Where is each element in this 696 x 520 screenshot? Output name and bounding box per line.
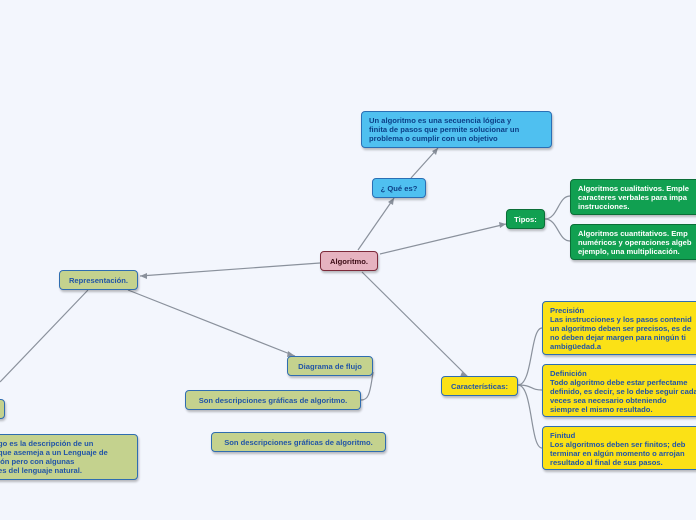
caracteristicas-node[interactable]: Características: [441,376,518,396]
pseudocodigo-node[interactable] [0,399,5,419]
link-tipos-item2 [544,218,571,242]
link-quees-definition [410,147,439,179]
link-rep-diagrama [127,289,296,357]
caracteristica-precision[interactable]: Precisión Las instrucciones y los pasos … [542,301,696,355]
definition-node[interactable]: Un algoritmo es una secuencia lógica y f… [361,111,552,148]
tipos-node[interactable]: Tipos: [506,209,545,229]
link-tipos-item1 [544,195,571,220]
link-car-item2 [517,384,543,391]
representacion-node[interactable]: Representación. [59,270,138,290]
diagrama-desc-node[interactable]: Son descripciones gráficas de algoritmo. [185,390,361,410]
caracteristica-definicion[interactable]: Definición Todo algoritmo debe estar per… [542,364,696,417]
link-car-item3 [517,384,543,449]
link-diagrama-desc [360,371,374,401]
graficas-desc-node[interactable]: Son descripciones gráficas de algoritmo. [211,432,386,452]
link-center-tipos [379,223,507,255]
link-center-quees [357,197,395,251]
link-rep-left [0,289,89,383]
link-car-item1 [517,327,543,386]
link-center-caracteristicas [361,271,469,378]
tipos-item-cuantitativos[interactable]: Algoritmos cuantitativos. Emp numéricos … [570,224,696,260]
link-center-representacion [139,262,321,277]
central-node[interactable]: Algoritmo. [320,251,378,271]
diagrama-flujo-node[interactable]: Diagrama de flujo [287,356,373,376]
tipos-item-cualitativos[interactable]: Algoritmos cualitativos. Emple caractere… [570,179,696,215]
pseudocodigo-desc-node[interactable]: go es la descripción de un que asemeja a… [0,434,138,480]
que-es-node[interactable]: ¿ Qué es? [372,178,426,198]
caracteristica-finitud[interactable]: Finitud Los algoritmos deben ser finitos… [542,426,696,470]
